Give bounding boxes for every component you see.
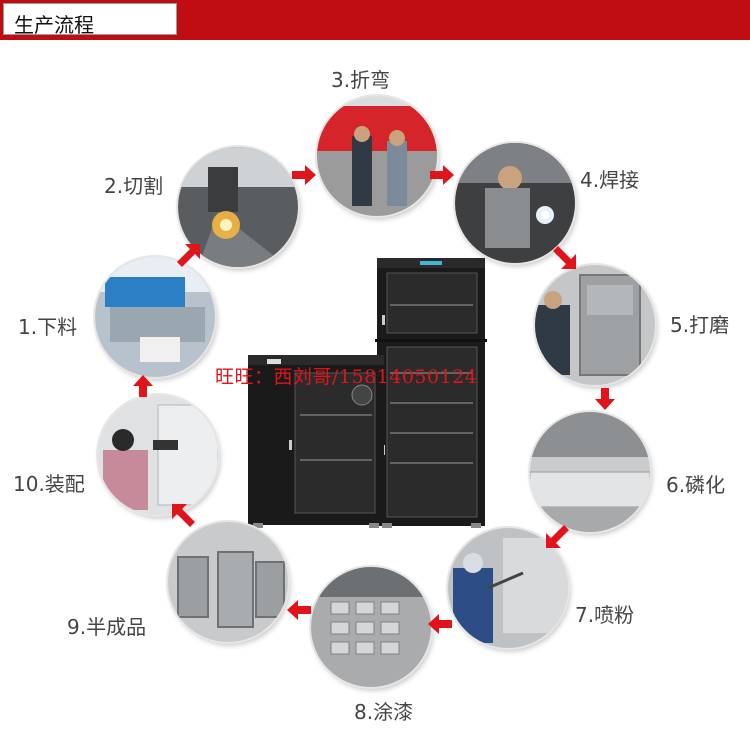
step-label-9: 9.半成品 [67,615,147,639]
step-label-5: 5.打磨 [670,313,730,337]
arrow-icon [595,388,615,410]
step-photo-3 [317,96,437,216]
step-label-4: 4.焊接 [580,168,640,192]
step-photo-1 [95,257,215,377]
arrow-icon [172,504,196,528]
step-photo-10 [98,395,218,515]
step-label-7: 7.喷粉 [575,603,635,627]
watermark: 旺旺：西刘哥/15814050124 [215,366,478,388]
arrow-icon [133,375,153,397]
step-photo-7 [448,528,568,648]
step-label-2: 2.切割 [104,174,164,198]
step-photo-9 [168,522,288,642]
arrow-icon [430,165,454,185]
arrow-icon [176,244,200,268]
step-label-8: 8.涂漆 [354,700,414,724]
arrow-icon [552,245,576,269]
header-tab: 生产流程 [3,3,177,37]
step-label-1: 1.下料 [18,315,78,339]
step-photo-2 [178,147,298,267]
arrow-icon [292,165,316,185]
step-photo-8 [311,567,431,687]
step-label-3: 3.折弯 [331,68,391,92]
step-label-10: 10.装配 [13,472,85,496]
arrow-icon [287,600,311,620]
product-image [245,255,490,530]
step-photo-6 [530,412,650,532]
step-photo-5 [535,265,655,385]
page-title: 生产流程 [14,13,94,37]
step-label-6: 6.磷化 [666,473,726,497]
arrow-icon [546,524,570,548]
arrow-icon [428,614,452,634]
step-photo-4 [455,143,575,263]
